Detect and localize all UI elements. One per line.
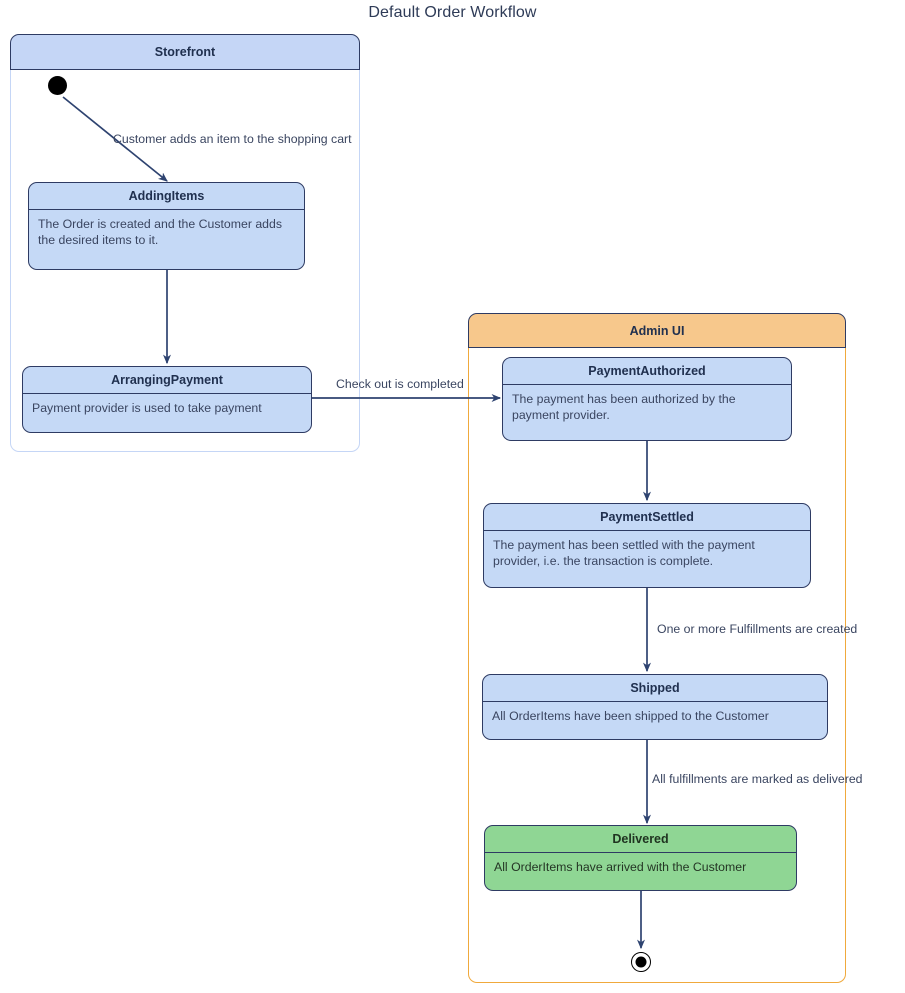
state-adding-items-title: AddingItems: [29, 183, 304, 210]
state-shipped-title: Shipped: [483, 675, 827, 702]
state-shipped[interactable]: Shipped All OrderItems have been shipped…: [482, 674, 828, 740]
state-payment-settled-description: The payment has been settled with the pa…: [493, 538, 755, 568]
state-payment-authorized-title: PaymentAuthorized: [503, 358, 791, 385]
state-delivered-title: Delivered: [485, 826, 796, 853]
transition-label-customer-adds-item: Customer adds an item to the shopping ca…: [113, 132, 352, 146]
composite-state-admin-ui-label: Admin UI: [468, 313, 846, 348]
diagram-title: Default Order Workflow: [368, 4, 537, 21]
final-state-node[interactable]: [631, 952, 651, 972]
initial-state-node[interactable]: [48, 76, 67, 95]
transition-label-fulfillments-created: One or more Fulfillments are created: [657, 622, 858, 636]
composite-state-storefront-label: Storefront: [10, 34, 360, 70]
state-adding-items[interactable]: AddingItems The Order is created and the…: [28, 182, 305, 270]
state-payment-settled-title: PaymentSettled: [484, 504, 810, 531]
state-delivered[interactable]: Delivered All OrderItems have arrived wi…: [484, 825, 797, 891]
state-arranging-payment-title: ArrangingPayment: [23, 367, 311, 394]
state-delivered-description: All OrderItems have arrived with the Cus…: [494, 860, 747, 874]
state-payment-settled[interactable]: PaymentSettled The payment has been sett…: [483, 503, 811, 588]
state-arranging-payment[interactable]: ArrangingPayment Payment provider is use…: [22, 366, 312, 433]
state-payment-authorized-description: The payment has been authorized by the p…: [512, 392, 736, 422]
state-arranging-payment-description: Payment provider is used to take payment: [32, 401, 262, 415]
state-shipped-description: All OrderItems have been shipped to the …: [492, 709, 769, 723]
transition-label-check-out-completed: Check out is completed: [336, 377, 464, 391]
state-adding-items-description: The Order is created and the Customer ad…: [38, 217, 283, 247]
state-payment-authorized[interactable]: PaymentAuthorized The payment has been a…: [502, 357, 792, 441]
transition-label-fulfillments-delivered: All fulfillments are marked as delivered: [652, 772, 863, 786]
